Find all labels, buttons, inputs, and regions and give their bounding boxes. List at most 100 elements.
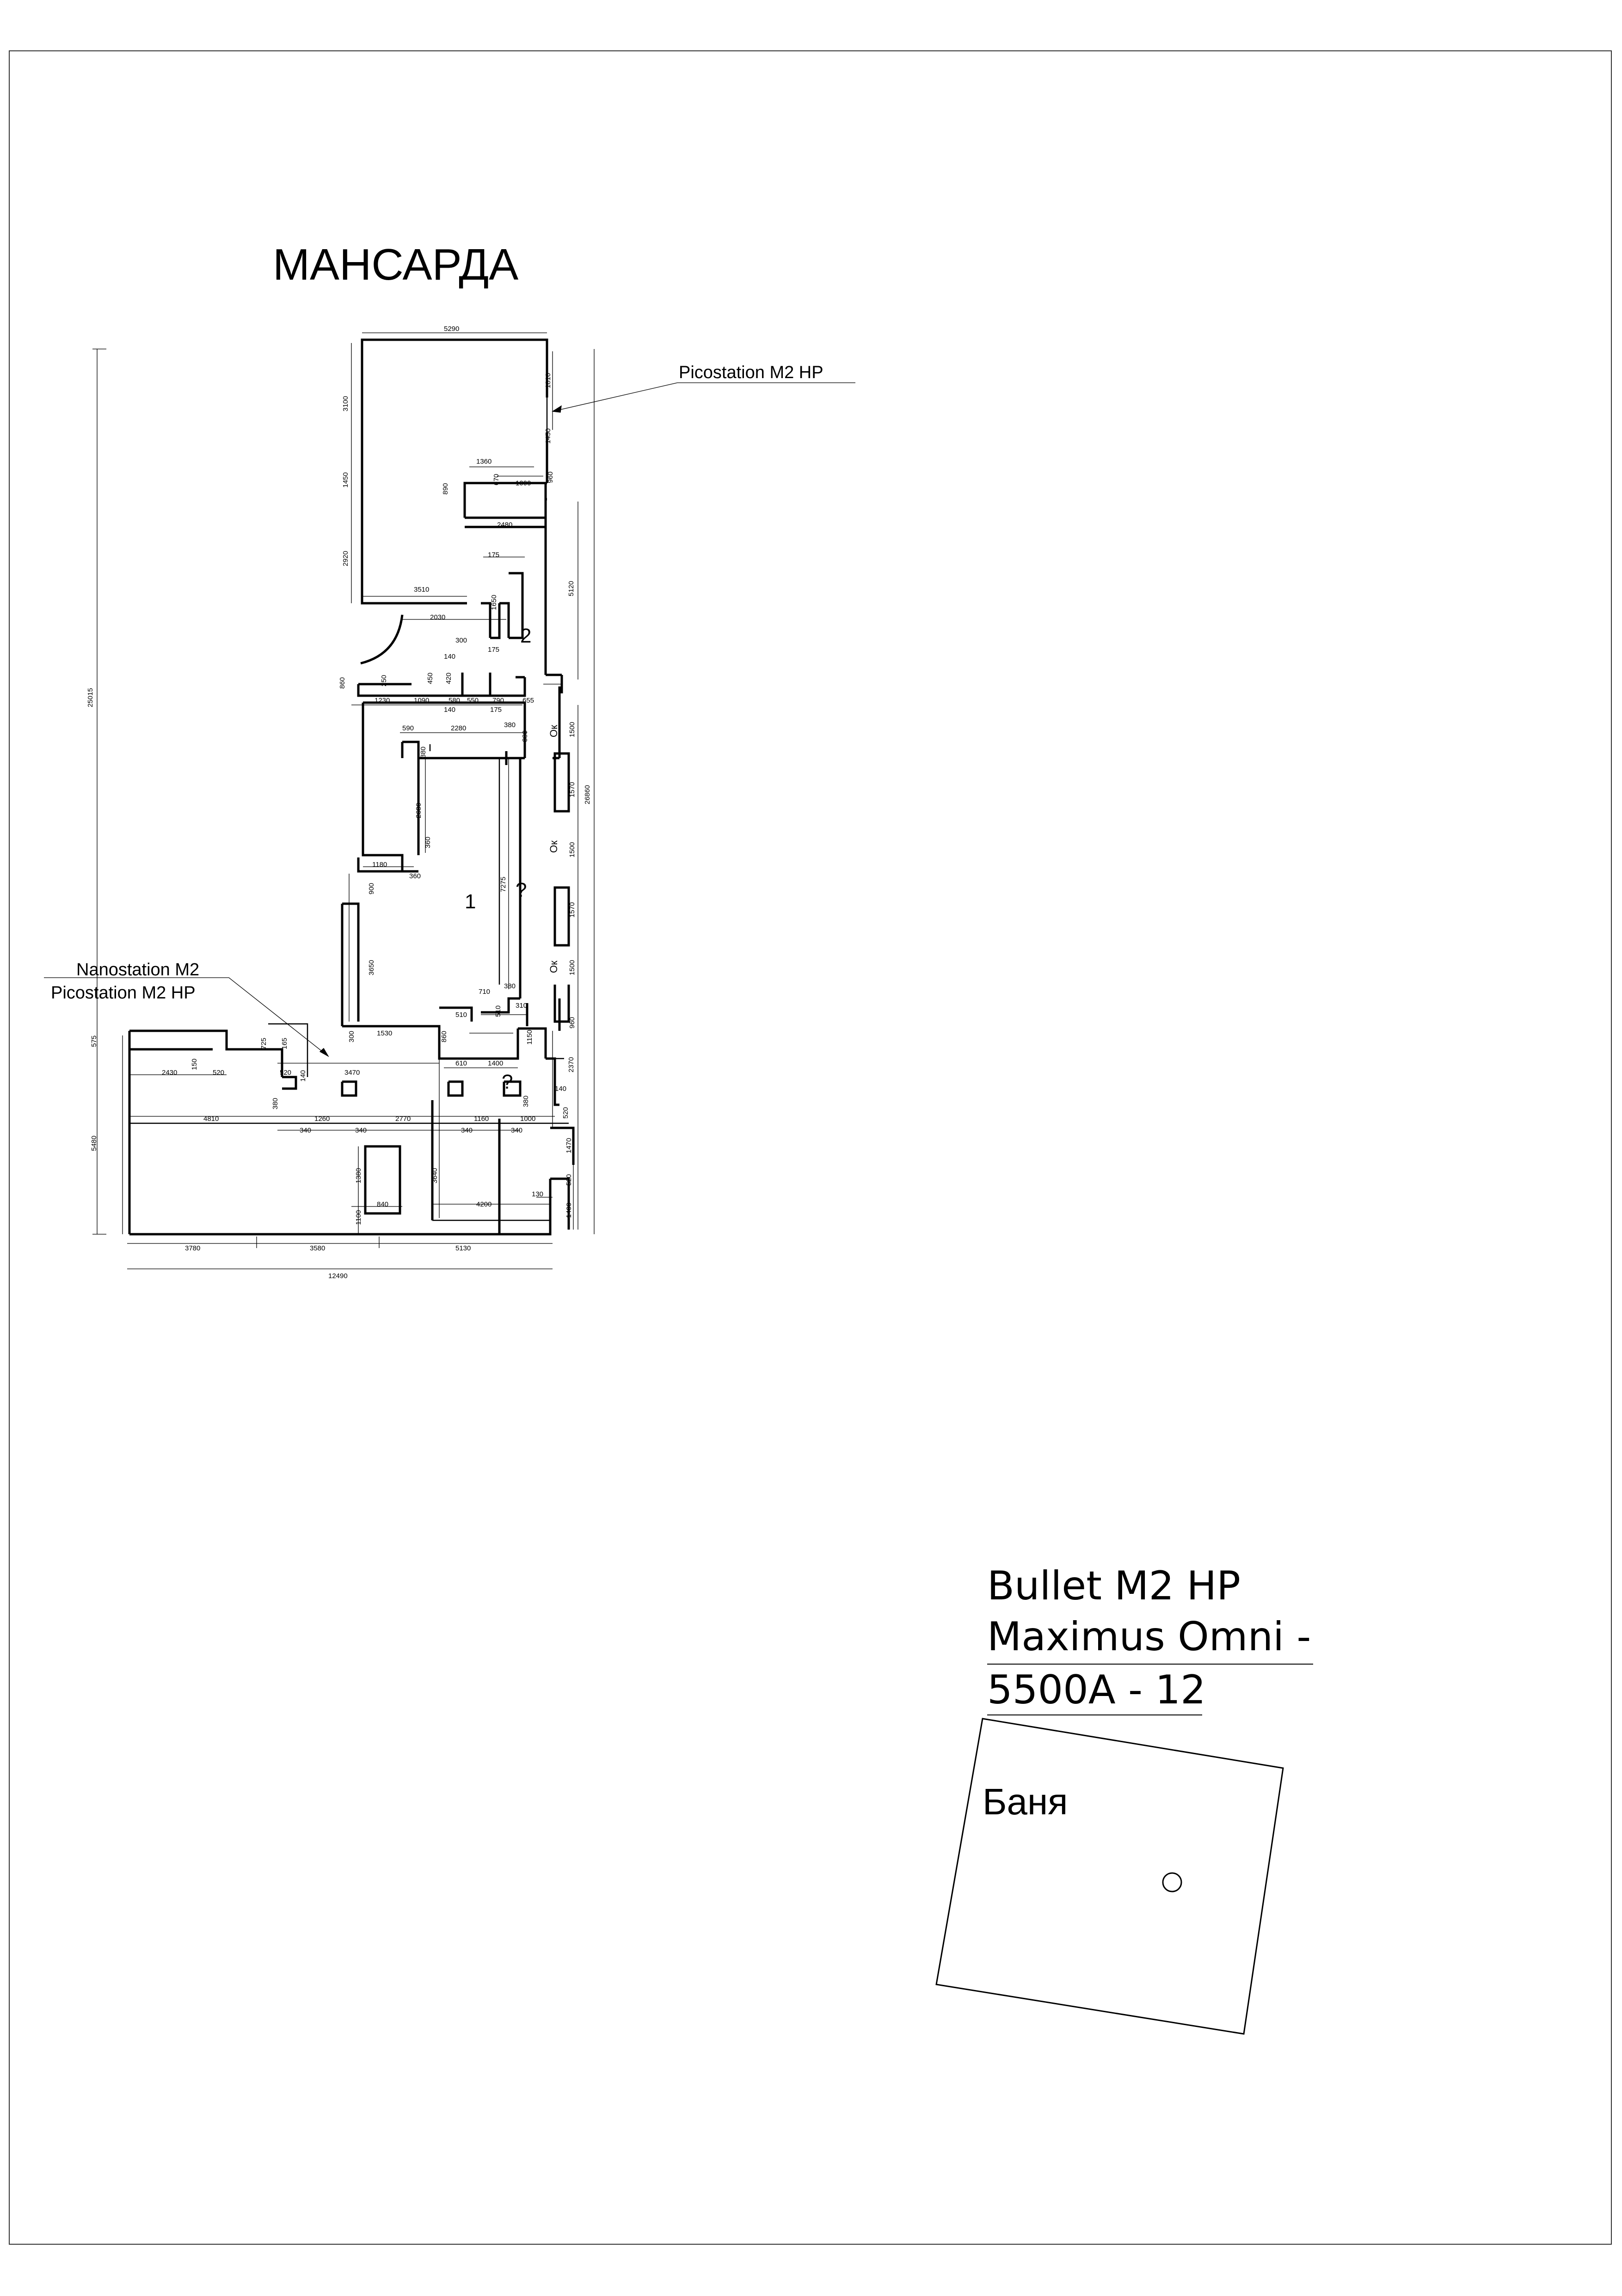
svg-text:510: 510 [494, 1005, 502, 1017]
svg-text:5120: 5120 [567, 581, 575, 596]
svg-text:380: 380 [504, 721, 516, 729]
room-label-2: 2 [520, 625, 531, 647]
note-line-2: Maximus Omni - [987, 1614, 1311, 1660]
svg-text:1160: 1160 [474, 1115, 489, 1123]
top-room-walls [361, 338, 548, 605]
svg-text:150: 150 [190, 1059, 198, 1070]
svg-text:3640: 3640 [431, 1168, 439, 1183]
window-label-1: Ок [548, 725, 559, 737]
svg-text:575: 575 [90, 1035, 98, 1047]
svg-text:1000: 1000 [516, 479, 531, 487]
svg-text:840: 840 [377, 1200, 388, 1208]
svg-text:12490: 12490 [328, 1272, 348, 1280]
corridor-walls [360, 527, 563, 693]
svg-text:340: 340 [355, 1127, 367, 1134]
room-label-1: 1 [465, 890, 476, 913]
svg-text:520: 520 [565, 1174, 573, 1186]
svg-text:1230: 1230 [375, 697, 390, 704]
svg-text:1000: 1000 [520, 1115, 535, 1123]
svg-text:3100: 3100 [342, 396, 350, 411]
svg-text:1260: 1260 [314, 1115, 330, 1123]
svg-text:860: 860 [338, 677, 346, 689]
svg-text:1360: 1360 [476, 458, 492, 465]
svg-text:380: 380 [521, 730, 529, 742]
bath-device-marker [1162, 1872, 1182, 1892]
svg-text:380: 380 [522, 1096, 530, 1107]
picostation-left-label: Picostation M2 HP [51, 983, 196, 1003]
svg-text:380: 380 [504, 982, 516, 990]
svg-text:520: 520 [280, 1069, 291, 1077]
svg-text:175: 175 [490, 706, 502, 714]
svg-text:26860: 26860 [584, 785, 591, 804]
svg-text:1100: 1100 [355, 1210, 362, 1225]
question-mark-1: ? [516, 879, 527, 901]
svg-text:610: 610 [455, 1059, 467, 1067]
svg-text:340: 340 [300, 1127, 311, 1134]
svg-text:710: 710 [479, 988, 490, 996]
svg-text:2920: 2920 [342, 551, 350, 566]
bath-label: Баня [983, 1781, 1068, 1822]
floor-plan: 5290 25015 26860 12490 3780 3580 5130 31… [44, 325, 855, 1280]
svg-text:890: 890 [442, 483, 449, 495]
lower-section-thin [129, 1023, 569, 1221]
svg-text:420: 420 [445, 673, 453, 684]
svg-text:590: 590 [402, 724, 414, 732]
svg-text:580: 580 [449, 697, 460, 704]
svg-text:1450: 1450 [342, 472, 350, 488]
svg-text:2370: 2370 [567, 1057, 575, 1072]
svg-text:3780: 3780 [185, 1244, 200, 1252]
svg-text:1450: 1450 [544, 429, 552, 444]
dimension-texts: 5290 25015 26860 12490 3780 3580 5130 31… [86, 325, 591, 1280]
svg-text:25015: 25015 [86, 688, 94, 707]
svg-text:140: 140 [299, 1070, 307, 1082]
svg-text:3580: 3580 [310, 1244, 325, 1252]
svg-text:670: 670 [492, 474, 500, 485]
note-line-3: 5500A - 12 [987, 1667, 1206, 1713]
svg-text:2480: 2480 [497, 521, 512, 529]
svg-text:250: 250 [380, 675, 388, 686]
svg-text:3470: 3470 [344, 1069, 360, 1077]
svg-text:175: 175 [488, 646, 499, 654]
svg-text:1500: 1500 [568, 842, 576, 857]
svg-text:3650: 3650 [368, 960, 375, 975]
svg-text:1810: 1810 [544, 373, 552, 388]
svg-text:310: 310 [516, 1002, 527, 1010]
plan-title: МАНСАРДА [273, 240, 518, 289]
svg-text:5130: 5130 [455, 1244, 471, 1252]
svg-text:450: 450 [426, 673, 434, 684]
bath-outline [935, 1718, 1284, 2035]
main-room-thin [429, 744, 521, 998]
svg-text:380: 380 [419, 747, 427, 758]
svg-text:725: 725 [260, 1038, 268, 1049]
svg-text:860: 860 [440, 1031, 448, 1042]
svg-text:1570: 1570 [568, 782, 576, 797]
svg-text:790: 790 [492, 697, 504, 704]
svg-text:2430: 2430 [162, 1069, 177, 1077]
svg-text:1180: 1180 [372, 861, 387, 869]
svg-text:1500: 1500 [568, 960, 576, 975]
svg-text:5290: 5290 [444, 325, 459, 333]
svg-text:2280: 2280 [451, 724, 466, 732]
note-line-1: Bullet M2 HP [987, 1563, 1241, 1609]
svg-text:4810: 4810 [203, 1115, 219, 1123]
right-wall-windows [553, 752, 570, 1023]
svg-text:520: 520 [213, 1069, 224, 1077]
nanostation-label: Nanostation M2 [76, 960, 199, 980]
dimension-lines [92, 332, 595, 1269]
svg-text:340: 340 [511, 1127, 522, 1134]
svg-text:900: 900 [368, 883, 375, 894]
svg-text:2770: 2770 [395, 1115, 411, 1123]
svg-text:165: 165 [281, 1038, 289, 1049]
svg-text:960: 960 [568, 1017, 576, 1029]
svg-text:140: 140 [444, 706, 455, 714]
svg-text:550: 550 [467, 697, 479, 704]
svg-text:380: 380 [271, 1098, 279, 1109]
svg-text:4200: 4200 [476, 1200, 492, 1208]
svg-text:5480: 5480 [90, 1136, 98, 1151]
svg-text:1570: 1570 [568, 902, 576, 918]
picostation-top-label: Picostation M2 HP [679, 363, 823, 382]
bath-building: Баня [935, 1718, 1284, 2035]
svg-text:1090: 1090 [414, 697, 429, 704]
svg-text:1530: 1530 [377, 1029, 392, 1037]
